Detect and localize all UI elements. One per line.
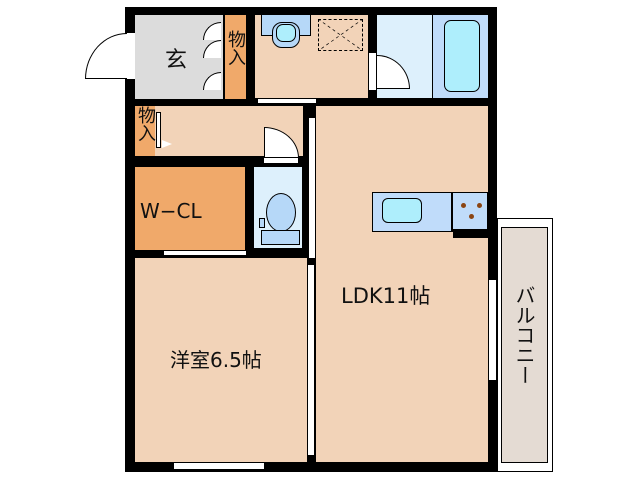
- ldk-hall-door[interactable]: [308, 118, 316, 258]
- bathroom-door-opening: [368, 53, 377, 90]
- toilet-tank-icon: [261, 230, 300, 245]
- storage-hall-door[interactable]: [156, 112, 161, 148]
- washroom-sliding-door[interactable]: [258, 98, 316, 104]
- entrance-label: 玄: [165, 48, 188, 73]
- washing-machine-space-icon: [318, 19, 363, 51]
- stove-burner-icon-2: [477, 203, 482, 208]
- storage-top-floor: [225, 15, 246, 99]
- balcony-floor: [501, 227, 548, 463]
- western-room-window[interactable]: [174, 462, 264, 470]
- storage-hall-arrow-icon: [162, 140, 172, 148]
- western-room-label: 洋室6.5帖: [170, 348, 262, 372]
- toilet-paper-icon: [259, 218, 265, 228]
- balcony-label: バルコニー: [512, 285, 536, 385]
- stove-burner-icon-3: [469, 214, 474, 219]
- ldk-floor: [316, 106, 488, 462]
- western-room-sliding-door[interactable]: [307, 265, 315, 455]
- western-room-floor: [135, 258, 307, 462]
- storage-top-label: 物入: [225, 30, 246, 66]
- kitchen-wall-segment: [453, 229, 497, 238]
- toilet-bowl-icon: [266, 193, 296, 232]
- stove-burner-icon-1: [461, 203, 466, 208]
- ldk-label: LDK11帖: [341, 284, 431, 308]
- storage-hall-floor: [135, 106, 155, 156]
- walk-in-closet-sliding-door[interactable]: [164, 250, 246, 256]
- walk-in-closet-label: W−CL: [140, 199, 202, 223]
- washing-machine-cross-icon: [318, 19, 363, 51]
- bathtub-basin-icon: [444, 20, 480, 92]
- toilet-door-opening: [263, 157, 299, 164]
- stove-counter: [452, 192, 488, 232]
- entrance-door-swing[interactable]: [85, 33, 127, 79]
- wash-basin-inner-icon: [276, 24, 296, 42]
- kitchen-sink-icon: [382, 198, 422, 223]
- walk-in-closet-floor: [135, 167, 245, 250]
- ldk-balcony-window[interactable]: [488, 280, 497, 380]
- storage-hall-label: 物入: [135, 106, 156, 142]
